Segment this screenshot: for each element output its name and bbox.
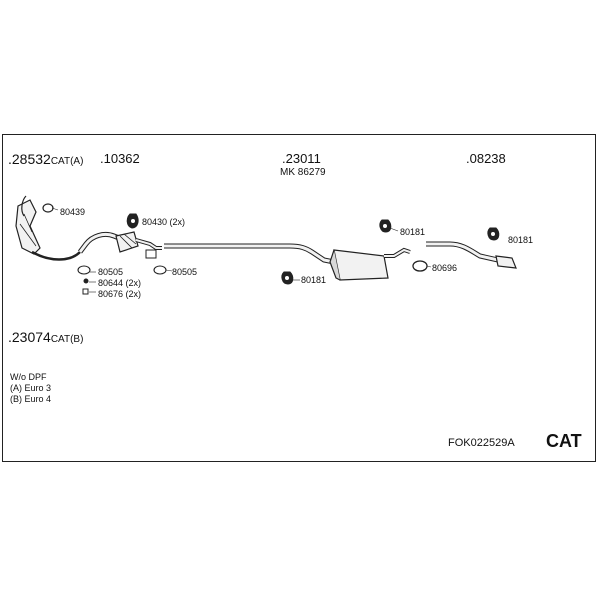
flange-icon — [145, 249, 157, 259]
centre-silencer-drawing — [329, 247, 411, 281]
bolt-80644-icon — [83, 278, 96, 284]
part-80181-c: 80181 — [508, 235, 534, 245]
part-80430: 80430 (2x) — [142, 217, 186, 227]
part-80181-b: 80181 — [400, 227, 426, 237]
cat-b-label: .23074CAT(B) — [8, 329, 84, 345]
gasket-80505-b-icon — [153, 265, 173, 275]
part-80439: 80439 — [60, 207, 86, 217]
centre-mk-label: MK 86279 — [280, 167, 326, 178]
centre-silencer-label: .23011 — [282, 151, 321, 166]
diagram-frame — [2, 134, 596, 462]
nut-80676-icon — [82, 288, 96, 295]
part-80181-a: 80181 — [301, 275, 327, 285]
part-80505-b: 80505 — [172, 267, 198, 277]
hanger-80181-c-icon — [487, 227, 500, 241]
part-80644: 80644 (2x) — [98, 278, 142, 288]
category-badge: CAT — [546, 431, 582, 451]
part-80696: 80696 — [432, 263, 458, 273]
note-line-3: (B) Euro 4 — [10, 394, 52, 404]
gasket-80505-icon — [77, 265, 96, 275]
part-80676: 80676 (2x) — [98, 289, 142, 299]
rear-pipe-drawing — [426, 241, 517, 269]
clamp-80696-icon — [412, 260, 432, 272]
front-pipe-drawing — [78, 231, 162, 254]
catalytic-converter-drawing — [15, 195, 81, 261]
hanger-80181-a-icon — [281, 271, 300, 285]
hanger-80430-icon — [126, 213, 139, 229]
front-pipe-label: .10362 — [100, 151, 140, 166]
note-line-1: W/o DPF — [10, 372, 47, 382]
note-line-2: (A) Euro 3 — [10, 383, 52, 393]
part-80505-a: 80505 — [98, 267, 124, 277]
reference-number: FOK022529A — [448, 437, 515, 449]
rear-pipe-label: .08238 — [466, 151, 506, 166]
clamp-80439-icon — [42, 203, 59, 213]
cat-a-label: .28532CAT(A) — [8, 151, 84, 167]
centre-pipe-drawing — [164, 243, 335, 265]
hanger-80181-b-icon — [379, 219, 399, 233]
